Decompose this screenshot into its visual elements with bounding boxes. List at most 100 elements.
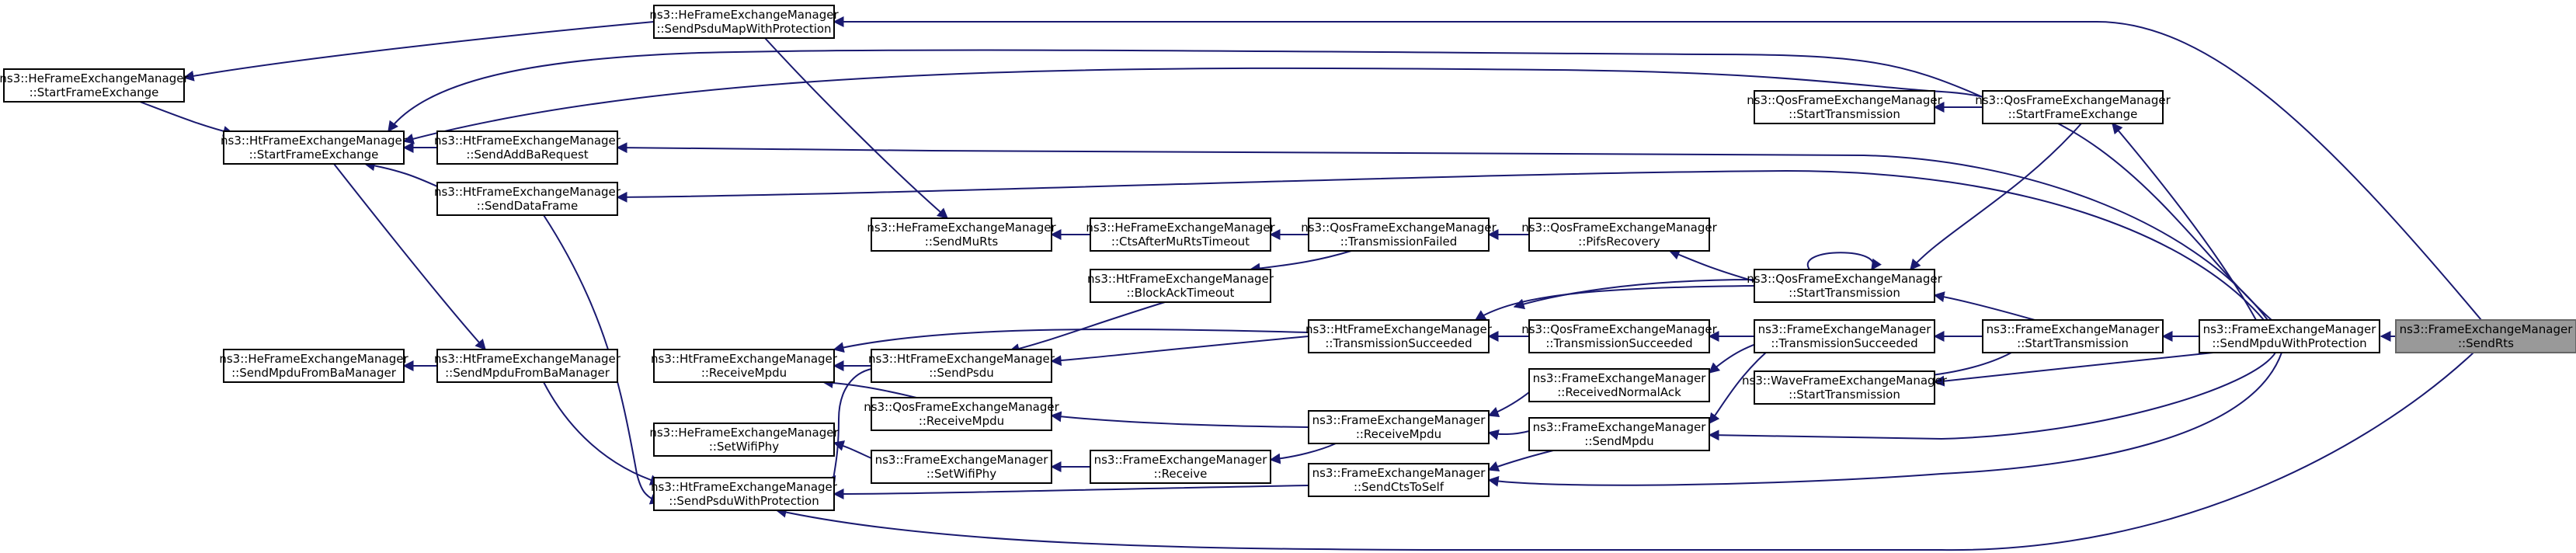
node-fem-transmissionsucceeded[interactable]: ns3::FrameExchangeManager::TransmissionS…	[1754, 319, 1935, 353]
node-qos-pifsrecovery[interactable]: ns3::QosFrameExchangeManager::PifsRecove…	[1521, 217, 1718, 252]
node-box[interactable]	[871, 397, 1052, 431]
node-he-ctsaftermurtstimeout[interactable]: ns3::HeFrameExchangeManager::CtsAfterMuR…	[1086, 217, 1275, 252]
node-box[interactable]	[1528, 368, 1710, 402]
node-label-method: ::StartTransmission	[1789, 286, 1900, 300]
node-fem-sendmpdu[interactable]: ns3::FrameExchangeManager::SendMpdu	[1528, 417, 1710, 451]
node-box[interactable]	[436, 182, 618, 216]
node-qos-transmissionsucceeded[interactable]: ns3::QosFrameExchangeManager::Transmissi…	[1521, 319, 1718, 353]
node-box[interactable]	[3, 68, 185, 103]
node-box[interactable]	[1090, 217, 1271, 252]
node-fem-receivempdu[interactable]: ns3::FrameExchangeManager::ReceiveMpdu	[1308, 410, 1490, 444]
node-wave-starttransmission[interactable]: ns3::WaveFrameExchangeManager::StartTran…	[1742, 370, 1948, 405]
node-fem-sendmpduwithprotection[interactable]: ns3::FrameExchangeManager::SendMpduWithP…	[2199, 319, 2380, 353]
node-box[interactable]	[653, 423, 835, 457]
node-label-class: ns3::HtFrameExchangeManager	[434, 185, 621, 199]
node-box[interactable]	[1528, 417, 1710, 451]
node-box[interactable]	[1754, 319, 1935, 353]
node-label-class: ns3::FrameExchangeManager	[1758, 322, 1932, 336]
node-box[interactable]	[1528, 319, 1710, 353]
edge-fem-setwifiphy-to-he-setwifiphy	[833, 440, 872, 459]
node-ht-receivempdu[interactable]: ns3::HtFrameExchangeManager::ReceiveMpdu	[651, 349, 838, 383]
node-box[interactable]	[1090, 450, 1271, 484]
node-ht-senddataframe[interactable]: ns3::HtFrameExchangeManager::SendDataFra…	[434, 182, 621, 216]
node-label-class: ns3::HeFrameExchangeManager	[867, 221, 1056, 235]
node-box[interactable]	[1308, 319, 1490, 353]
node-fem-sendctstoself[interactable]: ns3::FrameExchangeManager::SendCtsToSelf	[1308, 463, 1490, 497]
node-layer: ns3::FrameExchangeManager::SendRtsns3::F…	[0, 5, 2576, 511]
node-qos-starttransmission-a[interactable]: ns3::QosFrameExchangeManager::StartTrans…	[1747, 90, 1943, 124]
node-fem-starttransmission[interactable]: ns3::FrameExchangeManager::StartTransmis…	[1982, 319, 2164, 353]
node-qos-transmissionfailed[interactable]: ns3::QosFrameExchangeManager::Transmissi…	[1301, 217, 1497, 252]
edge-ht-sendmpdufrombamanager-to-ht-sendpsduwithprotection	[543, 381, 662, 485]
edge-he-sendpsdumapwithprotection-to-he-startframeexchange	[183, 21, 655, 82]
node-label-method: ::StartFrameExchange	[2008, 107, 2138, 121]
node-label-method: ::PifsRecovery	[1578, 235, 1660, 249]
node-box[interactable]	[2395, 319, 2576, 353]
node-ht-sendaddbarequest[interactable]: ns3::HtFrameExchangeManager::SendAddBaRe…	[434, 130, 621, 165]
node-he-startframeexchange[interactable]: ns3::HeFrameExchangeManager::StartFrameE…	[0, 68, 189, 103]
node-ht-transmissionsucceeded[interactable]: ns3::HtFrameExchangeManager::Transmissio…	[1305, 319, 1493, 353]
node-ht-sendpsdu[interactable]: ns3::HtFrameExchangeManager::SendPsdu	[868, 349, 1055, 383]
node-label-class: ns3::HeFrameExchangeManager	[1086, 221, 1275, 235]
node-box[interactable]	[223, 349, 405, 383]
node-box[interactable]	[1308, 217, 1490, 252]
node-label-method: ::SetWifiPhy	[926, 467, 996, 481]
node-ht-startframeexchange[interactable]: ns3::HtFrameExchangeManager::StartFrameE…	[221, 130, 408, 165]
node-box[interactable]	[1754, 90, 1935, 124]
node-label-class: ns3::FrameExchangeManager	[1312, 413, 1486, 427]
node-box[interactable]	[653, 477, 835, 511]
edge-fem-sendmpduwithprotection-to-wave-starttransmission	[1933, 352, 2214, 387]
node-label-method: ::TransmissionSucceeded	[1771, 336, 1917, 350]
node-label-class: ns3::QosFrameExchangeManager	[1747, 272, 1942, 286]
node-label-class: ns3::FrameExchangeManager	[875, 453, 1049, 467]
node-ht-sendmpdufrombamanager[interactable]: ns3::HtFrameExchangeManager::SendMpduFro…	[434, 349, 621, 383]
node-label-class: ns3::FrameExchangeManager	[1533, 420, 1707, 434]
node-qos-starttransmission-b[interactable]: ns3::QosFrameExchangeManager::StartTrans…	[1747, 269, 1943, 303]
node-box[interactable]	[1754, 269, 1935, 303]
node-label-method: ::ReceivedNormalAck	[1557, 385, 1681, 399]
edge-fem-sendmpduwithprotection-to-fem-sendmpdu	[1708, 352, 2276, 441]
node-box[interactable]	[871, 450, 1052, 484]
node-fem-receivednormalack[interactable]: ns3::FrameExchangeManager::ReceivedNorma…	[1528, 368, 1710, 402]
node-box[interactable]	[1528, 217, 1710, 252]
node-label-class: ns3::HtFrameExchangeManager	[434, 352, 621, 366]
node-qos-receivempdu[interactable]: ns3::QosFrameExchangeManager::ReceiveMpd…	[864, 397, 1060, 431]
node-box[interactable]	[653, 349, 835, 383]
node-ht-sendpsduwithprotection[interactable]: ns3::HtFrameExchangeManager::SendPsduWit…	[651, 477, 838, 511]
edge-qos-pifsrecovery-to-qos-starttransmission-b	[1668, 249, 1755, 282]
node-he-sendmurts[interactable]: ns3::HeFrameExchangeManager::SendMuRts	[867, 217, 1056, 252]
node-box[interactable]	[653, 5, 835, 39]
node-label-class: ns3::HtFrameExchangeManager	[868, 352, 1055, 366]
node-label-class: ns3::HeFrameExchangeManager	[649, 8, 839, 22]
edge-qos-starttransmission-b-to-qos-starttransmission-b	[1806, 252, 1882, 271]
edge-ht-senddataframe-to-ht-sendpsduwithprotection	[543, 214, 662, 505]
node-box[interactable]	[1308, 463, 1490, 497]
edge-layer	[139, 16, 2482, 551]
node-he-setwifiphy[interactable]: ns3::HeFrameExchangeManager::SetWifiPhy	[649, 423, 839, 457]
edge-fem-sendctstoself-to-ht-sendpsduwithprotection	[833, 485, 1309, 499]
node-box[interactable]	[1090, 269, 1271, 303]
node-box[interactable]	[871, 217, 1052, 252]
node-box[interactable]	[223, 130, 405, 165]
node-box[interactable]	[1754, 370, 1935, 405]
node-fem-receive[interactable]: ns3::FrameExchangeManager::Receive	[1090, 450, 1271, 484]
node-sendrts[interactable]: ns3::FrameExchangeManager::SendRts	[2395, 319, 2576, 353]
node-label-class: ns3::QosFrameExchangeManager	[1521, 221, 1717, 235]
node-he-sendpsdumapwithprotection[interactable]: ns3::HeFrameExchangeManager::SendPsduMap…	[649, 5, 839, 39]
node-box[interactable]	[1308, 410, 1490, 444]
node-box[interactable]	[436, 349, 618, 383]
node-fem-setwifiphy[interactable]: ns3::FrameExchangeManager::SetWifiPhy	[871, 450, 1052, 484]
node-box[interactable]	[436, 130, 618, 165]
node-box[interactable]	[1982, 90, 2164, 124]
node-label-method: ::SendDataFrame	[477, 199, 578, 213]
edge-fem-starttransmission-to-qos-starttransmission-b	[1933, 291, 2035, 321]
node-ht-blockacktimeout[interactable]: ns3::HtFrameExchangeManager::BlockAckTim…	[1087, 269, 1274, 303]
node-box[interactable]	[1982, 319, 2164, 353]
node-qos-startframeexchange[interactable]: ns3::QosFrameExchangeManager::StartFrame…	[1975, 90, 2171, 124]
node-box[interactable]	[871, 349, 1052, 383]
node-box[interactable]	[2199, 319, 2380, 353]
edge-he-sendpsdumapwithprotection-to-he-sendmurts	[764, 37, 949, 219]
node-label-method: ::TransmissionFailed	[1340, 235, 1458, 249]
node-he-sendmpdufrombamanager[interactable]: ns3::HeFrameExchangeManager::SendMpduFro…	[219, 349, 408, 383]
node-label-method: ::StartTransmission	[1789, 107, 1900, 121]
